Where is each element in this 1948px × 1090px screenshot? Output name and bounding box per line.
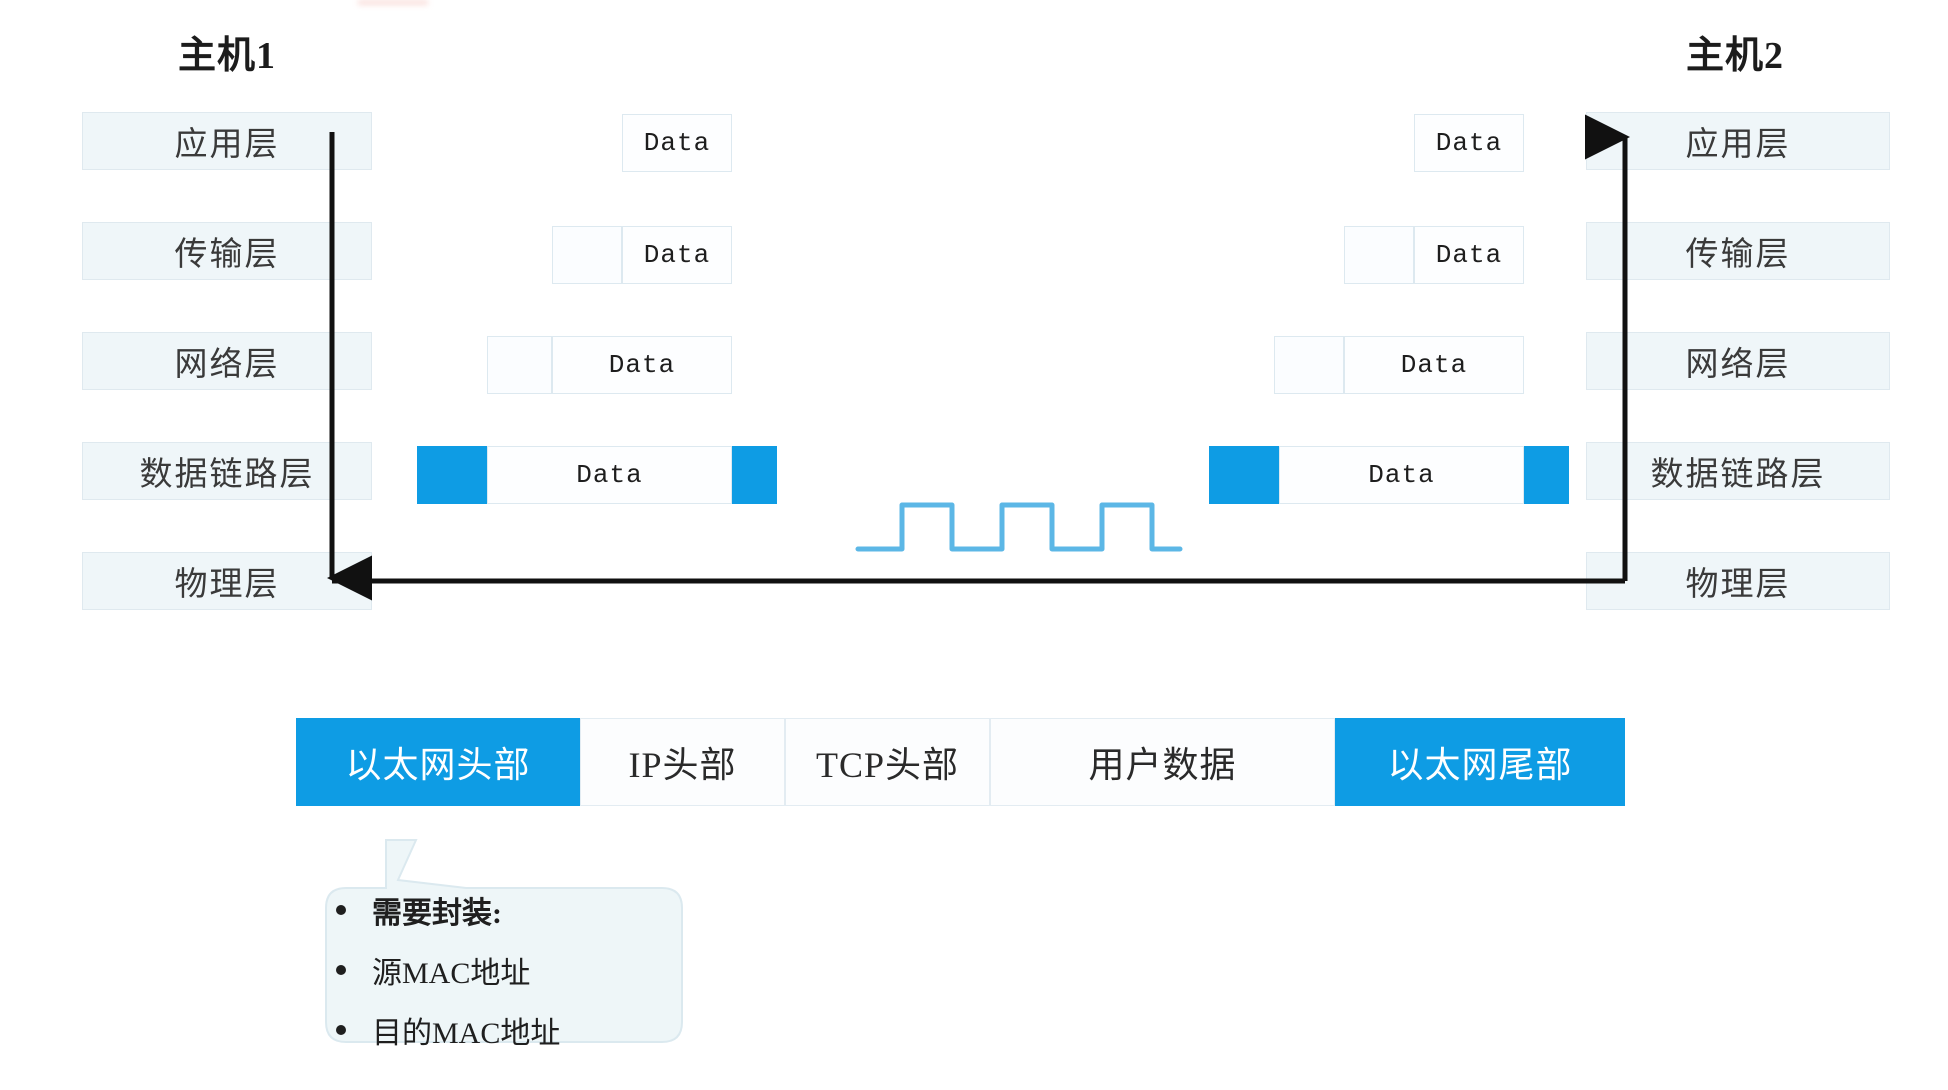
packet-right-transport: Data [1344,226,1524,284]
packet-left-datalink: Data [417,446,777,504]
square-wave-signal [855,502,1183,552]
callout-item: 需要封装: [336,888,666,932]
layer-box-left-network[interactable]: 网络层 [82,332,372,390]
packet-cell-header [1274,336,1344,394]
layer-box-left-application[interactable]: 应用层 [82,112,372,170]
frame-cell-tcp-header[interactable]: TCP头部 [785,718,990,806]
packet-cell-data: Data [622,114,732,172]
callout-item-label: 目的MAC地址 [372,1017,561,1050]
frame-cell-ethernet-header[interactable]: 以太网头部 [296,718,580,806]
callout-item-label: 源MAC地址 [372,957,531,990]
frame-cell-user-data[interactable]: 用户数据 [990,718,1335,806]
packet-right-application: Data [1414,114,1524,172]
packet-left-application: Data [622,114,732,172]
frame-cell-ethernet-trailer[interactable]: 以太网尾部 [1335,718,1625,806]
top-edge-artifact [358,0,428,5]
bullet-dot-icon [336,905,346,915]
layer-box-right-transport[interactable]: 传输层 [1586,222,1890,280]
packet-left-network: Data [487,336,732,394]
packet-cell-blue-trailer [1524,446,1569,504]
bullet-dot-icon [336,965,346,975]
packet-cell-blue-header [417,446,487,504]
host-title-left: 主机1 [177,35,276,77]
host-title-right: 主机2 [1685,35,1784,77]
ethernet-frame-bar: 以太网头部 IP头部 TCP头部 用户数据 以太网尾部 [296,718,1625,806]
packet-left-transport: Data [552,226,732,284]
packet-cell-data: Data [487,446,732,504]
packet-cell-data: Data [1344,336,1524,394]
callout-list: 需要封装: 源MAC地址 目的MAC地址 [336,888,666,1068]
packet-cell-data: Data [552,336,732,394]
packet-cell-blue-trailer [732,446,777,504]
packet-cell-header [552,226,622,284]
layer-box-left-transport[interactable]: 传输层 [82,222,372,280]
callout-item: 源MAC地址 [336,948,666,992]
encapsulation-callout: 需要封装: 源MAC地址 目的MAC地址 [318,832,690,1052]
callout-item-label: 需要封装: [372,897,502,930]
bullet-dot-icon [336,1025,346,1035]
packet-cell-data: Data [1414,114,1524,172]
layer-box-right-application[interactable]: 应用层 [1586,112,1890,170]
layer-box-right-network[interactable]: 网络层 [1586,332,1890,390]
packet-cell-header [1344,226,1414,284]
frame-cell-ip-header[interactable]: IP头部 [580,718,785,806]
packet-right-datalink: Data [1209,446,1569,504]
callout-item: 目的MAC地址 [336,1008,666,1052]
packet-cell-header [487,336,552,394]
layer-box-right-physical[interactable]: 物理层 [1586,552,1890,610]
layer-box-left-physical[interactable]: 物理层 [82,552,372,610]
layer-box-left-datalink[interactable]: 数据链路层 [82,442,372,500]
packet-right-network: Data [1274,336,1524,394]
packet-cell-data: Data [622,226,732,284]
packet-cell-blue-header [1209,446,1279,504]
packet-cell-data: Data [1414,226,1524,284]
layer-box-right-datalink[interactable]: 数据链路层 [1586,442,1890,500]
packet-cell-data: Data [1279,446,1524,504]
callout-balloon-shape [325,839,683,1043]
